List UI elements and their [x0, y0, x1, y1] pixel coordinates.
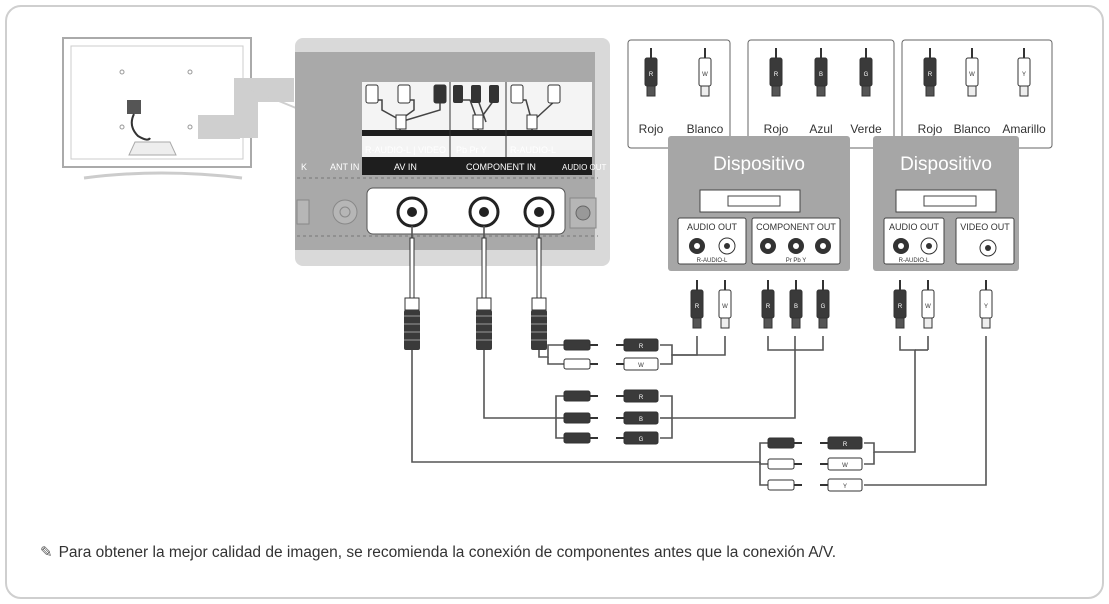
diagram-frame — [5, 5, 1104, 599]
svg-text:W: W — [638, 363, 644, 369]
svg-text:W: W — [842, 463, 848, 469]
svg-text:Y: Y — [1022, 72, 1026, 78]
adapter-male-yellow — [767, 479, 802, 491]
device-1-title: Dispositivo — [713, 154, 805, 175]
device-2-audio-sub: R-AUDIO-L — [899, 258, 930, 264]
device-side-plug-red: R — [690, 280, 704, 329]
jack-label-component-audio: R-AUDIO-L — [510, 145, 556, 155]
device-2-video-out-label: VIDEO OUT — [960, 222, 1010, 232]
legend-label-rojo: Rojo — [639, 122, 664, 136]
legend-plug-white: W — [698, 48, 712, 97]
adapter-female-red: R — [616, 338, 659, 352]
device-side-plug-red: R — [893, 280, 907, 329]
device-1-audio-out-label: AUDIO OUT — [687, 222, 738, 232]
svg-text:G: G — [864, 72, 869, 78]
tv-back-illustration — [62, 37, 297, 180]
device-side-plug-red: R — [761, 280, 775, 329]
legend-plug-yellow: Y — [1017, 48, 1031, 97]
recommendation-note: ✎ Para obtener la mejor calidad de imagen… — [40, 543, 836, 562]
jack-label-audio-out: AUDIO OUT — [562, 163, 607, 172]
adapter-male-green — [563, 432, 598, 444]
tv-side-plug — [531, 237, 547, 350]
svg-text:R: R — [843, 442, 848, 448]
svg-text:W: W — [925, 304, 931, 310]
svg-text:B: B — [794, 304, 798, 310]
adapter-female-red: R — [616, 389, 659, 403]
legend-plug-red: R — [644, 48, 658, 97]
legend-label-blanco: Blanco — [954, 122, 991, 136]
tv-side-plug — [476, 237, 492, 350]
adapter-female-blue: B — [616, 411, 659, 425]
legend-plug-green: G — [859, 48, 873, 97]
svg-text:R: R — [695, 304, 700, 310]
legend-label-rojo: Rojo — [764, 122, 789, 136]
svg-text:Y: Y — [984, 304, 988, 310]
adapter-female-green: G — [616, 431, 659, 445]
legend-label-amarillo: Amarillo — [1002, 122, 1046, 136]
svg-text:G: G — [639, 437, 644, 443]
device-side-plug-white: W — [718, 280, 732, 329]
legend-label-blanco: Blanco — [687, 122, 724, 136]
device-2-audio-out-label: AUDIO OUT — [889, 222, 940, 232]
tv-side-plug — [404, 237, 420, 350]
device-side-plug-green: G — [816, 280, 830, 329]
jack-label-ant-in: ANT IN — [330, 162, 359, 172]
adapter-male-blue — [563, 412, 598, 424]
pencil-note-icon: ✎ — [40, 544, 53, 561]
tv-jack-panel: K ANT IN R-AUDIO-L | VIDEO Pb Pr Y R-AUD… — [295, 38, 610, 266]
svg-text:R: R — [649, 72, 654, 78]
adapter-male-red — [767, 437, 802, 449]
adapter-female-yellow: Y — [820, 478, 863, 492]
adapter-male-white — [563, 358, 598, 370]
svg-text:G: G — [821, 304, 826, 310]
adapter-female-white: W — [616, 357, 659, 371]
device-side-plug-white: W — [921, 280, 935, 329]
jack-label-pb-pr-y: Pb Pr Y — [456, 145, 487, 155]
svg-text:R: R — [774, 72, 779, 78]
svg-text:B: B — [639, 417, 643, 423]
legend-label-azul: Azul — [809, 122, 832, 136]
device-side-plug-yellow: Y — [979, 280, 993, 329]
plug-layer: R W R B G R W Y R W R B G R W Y — [404, 237, 993, 492]
svg-text:R: R — [639, 344, 644, 350]
device-1: Dispositivo AUDIO OUT COMPONENT OUT R-AU… — [668, 136, 850, 271]
device-2-title: Dispositivo — [900, 154, 992, 175]
adapter-male-white — [767, 458, 802, 470]
note-text: Para obtener la mejor calidad de imagen,… — [58, 544, 837, 561]
legend-plug-red: R — [923, 48, 937, 97]
svg-text:R: R — [766, 304, 771, 310]
legend-label-rojo: Rojo — [918, 122, 943, 136]
svg-text:R: R — [639, 395, 644, 401]
jack-label-k: K — [301, 162, 307, 172]
device-side-plug-blue: B — [789, 280, 803, 329]
device-1-audio-sub: R-AUDIO-L — [697, 258, 728, 264]
svg-text:B: B — [819, 72, 823, 78]
svg-text:R: R — [898, 304, 903, 310]
svg-text:W: W — [969, 72, 975, 78]
legend-label-verde: Verde — [850, 122, 882, 136]
svg-text:W: W — [722, 304, 728, 310]
adapter-female-red: R — [820, 436, 863, 450]
legend-plug-white: W — [965, 48, 979, 97]
jack-label-av-audio-video: R-AUDIO-L | VIDEO — [365, 145, 446, 155]
adapter-male-red — [563, 390, 598, 402]
svg-text:W: W — [702, 72, 708, 78]
legend-plug-red: R — [769, 48, 783, 97]
legend-plug-blue: B — [814, 48, 828, 97]
adapter-female-white: W — [820, 457, 863, 471]
cable-legend: R Rojo W Blanco R Rojo B Azul G Verde R Rojo W Blanco… — [627, 39, 1053, 149]
device-1-component-sub: Pr Pb Y — [786, 258, 807, 264]
svg-text:R: R — [928, 72, 933, 78]
svg-text:Y: Y — [843, 484, 847, 490]
device-1-component-out-label: COMPONENT OUT — [756, 222, 836, 232]
device-2: Dispositivo AUDIO OUT VIDEO OUT R-AUDIO-… — [873, 136, 1019, 271]
jack-label-av-in: AV IN — [394, 162, 417, 172]
jack-label-component-in: COMPONENT IN — [466, 162, 536, 172]
adapter-male-red — [563, 339, 598, 351]
